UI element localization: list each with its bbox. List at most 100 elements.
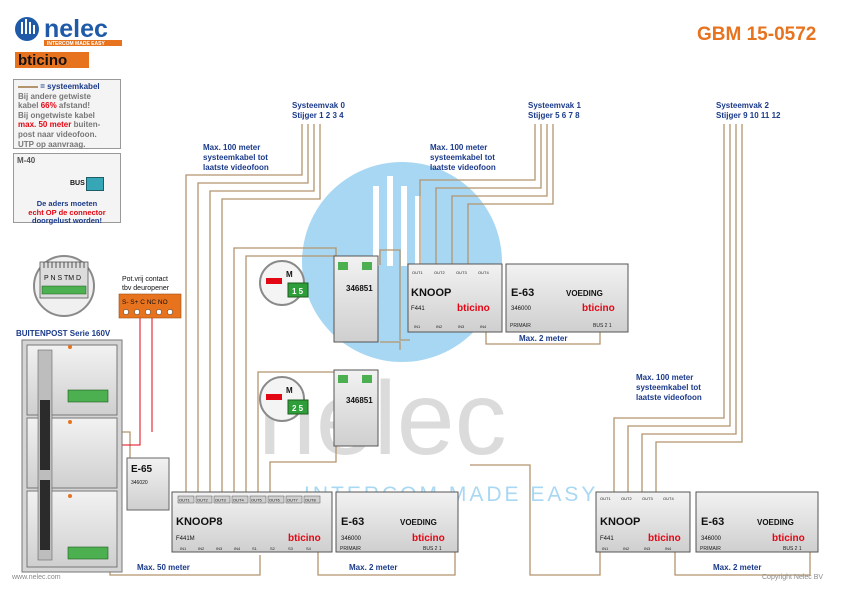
max100-a-line3: laatste videofoon xyxy=(203,163,269,172)
knoop8-in-label: S4 xyxy=(306,546,312,551)
knoop-top-brand: bticino xyxy=(457,303,490,314)
bticino-logo: bticino xyxy=(15,52,89,69)
videofoon-1-jumper: M xyxy=(286,270,293,279)
knoop-top-out-label: OUT1 xyxy=(412,270,423,275)
knoop-top-out-label: OUT3 xyxy=(456,270,467,275)
videofoon-1-code: 346851 xyxy=(346,284,373,293)
partner-logo-text: bticino xyxy=(18,52,67,69)
footer-url: www.nelec.com xyxy=(11,574,61,581)
e63-top-primair: PRIMAIR xyxy=(510,323,531,329)
knoop8-in-label: IN1 xyxy=(180,546,187,551)
knoop8-out-label: OUT4 xyxy=(233,498,244,503)
knoop-right-code: F441 xyxy=(600,536,614,542)
buitenpost-panel: BUITENPOST Serie 160V xyxy=(16,329,123,573)
knoop-top-code: F441 xyxy=(411,306,425,312)
buitenpost-title: BUITENPOST Serie 160V xyxy=(16,329,111,338)
e63-middle-code: 346000 xyxy=(341,536,362,542)
m40-note2: echt OP de connector xyxy=(28,207,106,217)
e63-right-label: E-63 xyxy=(701,516,724,528)
max100-c-line3: laatste videofoon xyxy=(636,393,702,402)
vak0-stijger: Stijger 1 2 3 4 xyxy=(292,111,344,120)
relay-title1: Pot.vrij contact xyxy=(122,276,168,283)
legend-line3: Bij ongetwiste kabel xyxy=(18,110,95,120)
max2-b: Max. 2 meter xyxy=(349,563,397,572)
relay-contact: Pot.vrij contact tbv deuropener S- S+ C … xyxy=(118,276,182,319)
vak0-title: Systeemvak 0 xyxy=(292,101,345,110)
knoop8-out-label: OUT5 xyxy=(251,498,262,503)
e63-right-bus: BUS 2 1 xyxy=(783,546,802,552)
knoop8-in-label: IN4 xyxy=(234,546,241,551)
max100-a-line2: systeemkabel tot xyxy=(203,153,268,162)
vak2-title: Systeemvak 2 xyxy=(716,101,769,110)
e63-top: E-63 VOEDING 346000 bticino xyxy=(505,263,629,333)
knoop-right-in-label: IN3 xyxy=(644,546,651,551)
e63-top-voeding: VOEDING xyxy=(566,289,603,298)
videofoon-2-address: 2 5 xyxy=(292,404,304,413)
m40-note1: De aders moeten xyxy=(36,199,98,208)
relay-terminals: S- S+ C NC NO xyxy=(122,299,168,306)
knoop8-in-label: IN2 xyxy=(198,546,205,551)
knoop-right-out-label: OUT3 xyxy=(642,496,653,501)
max50: Max. 50 meter xyxy=(137,563,190,572)
m40-bus-label: BUS xyxy=(70,180,85,187)
knoop8-in-label: S3 xyxy=(288,546,294,551)
m40-note: De aders moeten echt OP de connector doo… xyxy=(14,199,120,226)
footer-copyright: Copyright Nelec BV xyxy=(762,574,823,581)
knoop-right-label: KNOOP xyxy=(600,516,640,528)
knoop-top-in-label: IN1 xyxy=(414,324,421,329)
doc-code: GBM 15-0572 xyxy=(697,24,816,45)
e63-right-primair: PRIMAIR xyxy=(700,546,721,552)
legend-line6: UTP op aanvraag. xyxy=(18,139,86,149)
videofoon-module-2: 346851 M 2 5 xyxy=(259,369,379,447)
m40-connector-icon xyxy=(86,177,104,191)
vak2-stijger: Stijger 9 10 11 12 xyxy=(716,111,781,120)
e63-top-code: 346000 xyxy=(511,306,532,312)
m40-title: M-40 xyxy=(17,156,36,165)
relay-title2: tbv deuropener xyxy=(122,285,170,292)
knoop-right-device: KNOOP F441 bticino xyxy=(595,491,691,553)
e65-label: E-65 xyxy=(131,464,153,475)
knoop8-out-label: OUT1 xyxy=(179,498,190,503)
e65-power-supply: E-65 346020 xyxy=(126,457,170,511)
knoop8-brand: bticino xyxy=(288,533,321,544)
legend-line4: max. 50 meter buiten- xyxy=(18,120,101,130)
e63-middle-bus: BUS 2 1 xyxy=(423,546,442,552)
knoop-top-label: KNOOP xyxy=(411,287,451,299)
knoop-right-in-label: IN4 xyxy=(665,546,672,551)
e63-middle-voeding: VOEDING xyxy=(400,518,437,527)
watermark-text: nelec xyxy=(258,361,507,477)
e63-middle: E-63 VOEDING 346000 bticino xyxy=(335,491,459,553)
brand-tagline: INTERCOM MADE EASY xyxy=(47,41,105,47)
knoop8-out-label: OUT6 xyxy=(269,498,280,503)
cable-legend: = systeemkabel Bij andere getwiste kabel… xyxy=(13,79,121,149)
knoop8-label: KNOOP8 xyxy=(176,516,222,528)
e63-top-bus: BUS 2 1 xyxy=(593,323,612,329)
knoop8-out-label: OUT7 xyxy=(287,498,298,503)
knoop8-out-label: OUT8 xyxy=(305,498,316,503)
max100-c-line2: systeemkabel tot xyxy=(636,383,701,392)
knoop8-in-label: IN3 xyxy=(216,546,223,551)
system-cables xyxy=(109,124,811,576)
legend-line1: Bij andere getwiste xyxy=(18,91,91,101)
max100-c-line1: Max. 100 meter xyxy=(636,373,693,382)
vak1-title: Systeemvak 1 xyxy=(528,101,581,110)
knoop-right-in-label: IN1 xyxy=(602,546,609,551)
legend-line2: kabel 66% afstand! xyxy=(18,101,91,111)
e63-top-brand: bticino xyxy=(582,303,615,314)
knoop8-in-label: S2 xyxy=(270,546,276,551)
e63-middle-brand: bticino xyxy=(412,533,445,544)
e63-middle-primair: PRIMAIR xyxy=(340,546,361,552)
videofoon-2-code: 346851 xyxy=(346,396,373,405)
knoop8-device: KNOOP8 F441M bticino xyxy=(171,491,333,553)
max100-b-line3: laatste videofoon xyxy=(430,163,496,172)
brand-name: nelec xyxy=(44,15,108,43)
e63-middle-label: E-63 xyxy=(341,516,364,528)
knoop-top-device: KNOOP F441 bticino xyxy=(407,263,503,333)
videofoon-2-jumper: M xyxy=(286,386,293,395)
vak1-stijger: Stijger 5 6 7 8 xyxy=(528,111,580,120)
e63-top-label: E-63 xyxy=(511,287,534,299)
knoop-top-in-label: IN2 xyxy=(436,324,443,329)
knoop-right-out-label: OUT1 xyxy=(600,496,611,501)
legend-line5: post naar videofoon. xyxy=(18,129,97,139)
